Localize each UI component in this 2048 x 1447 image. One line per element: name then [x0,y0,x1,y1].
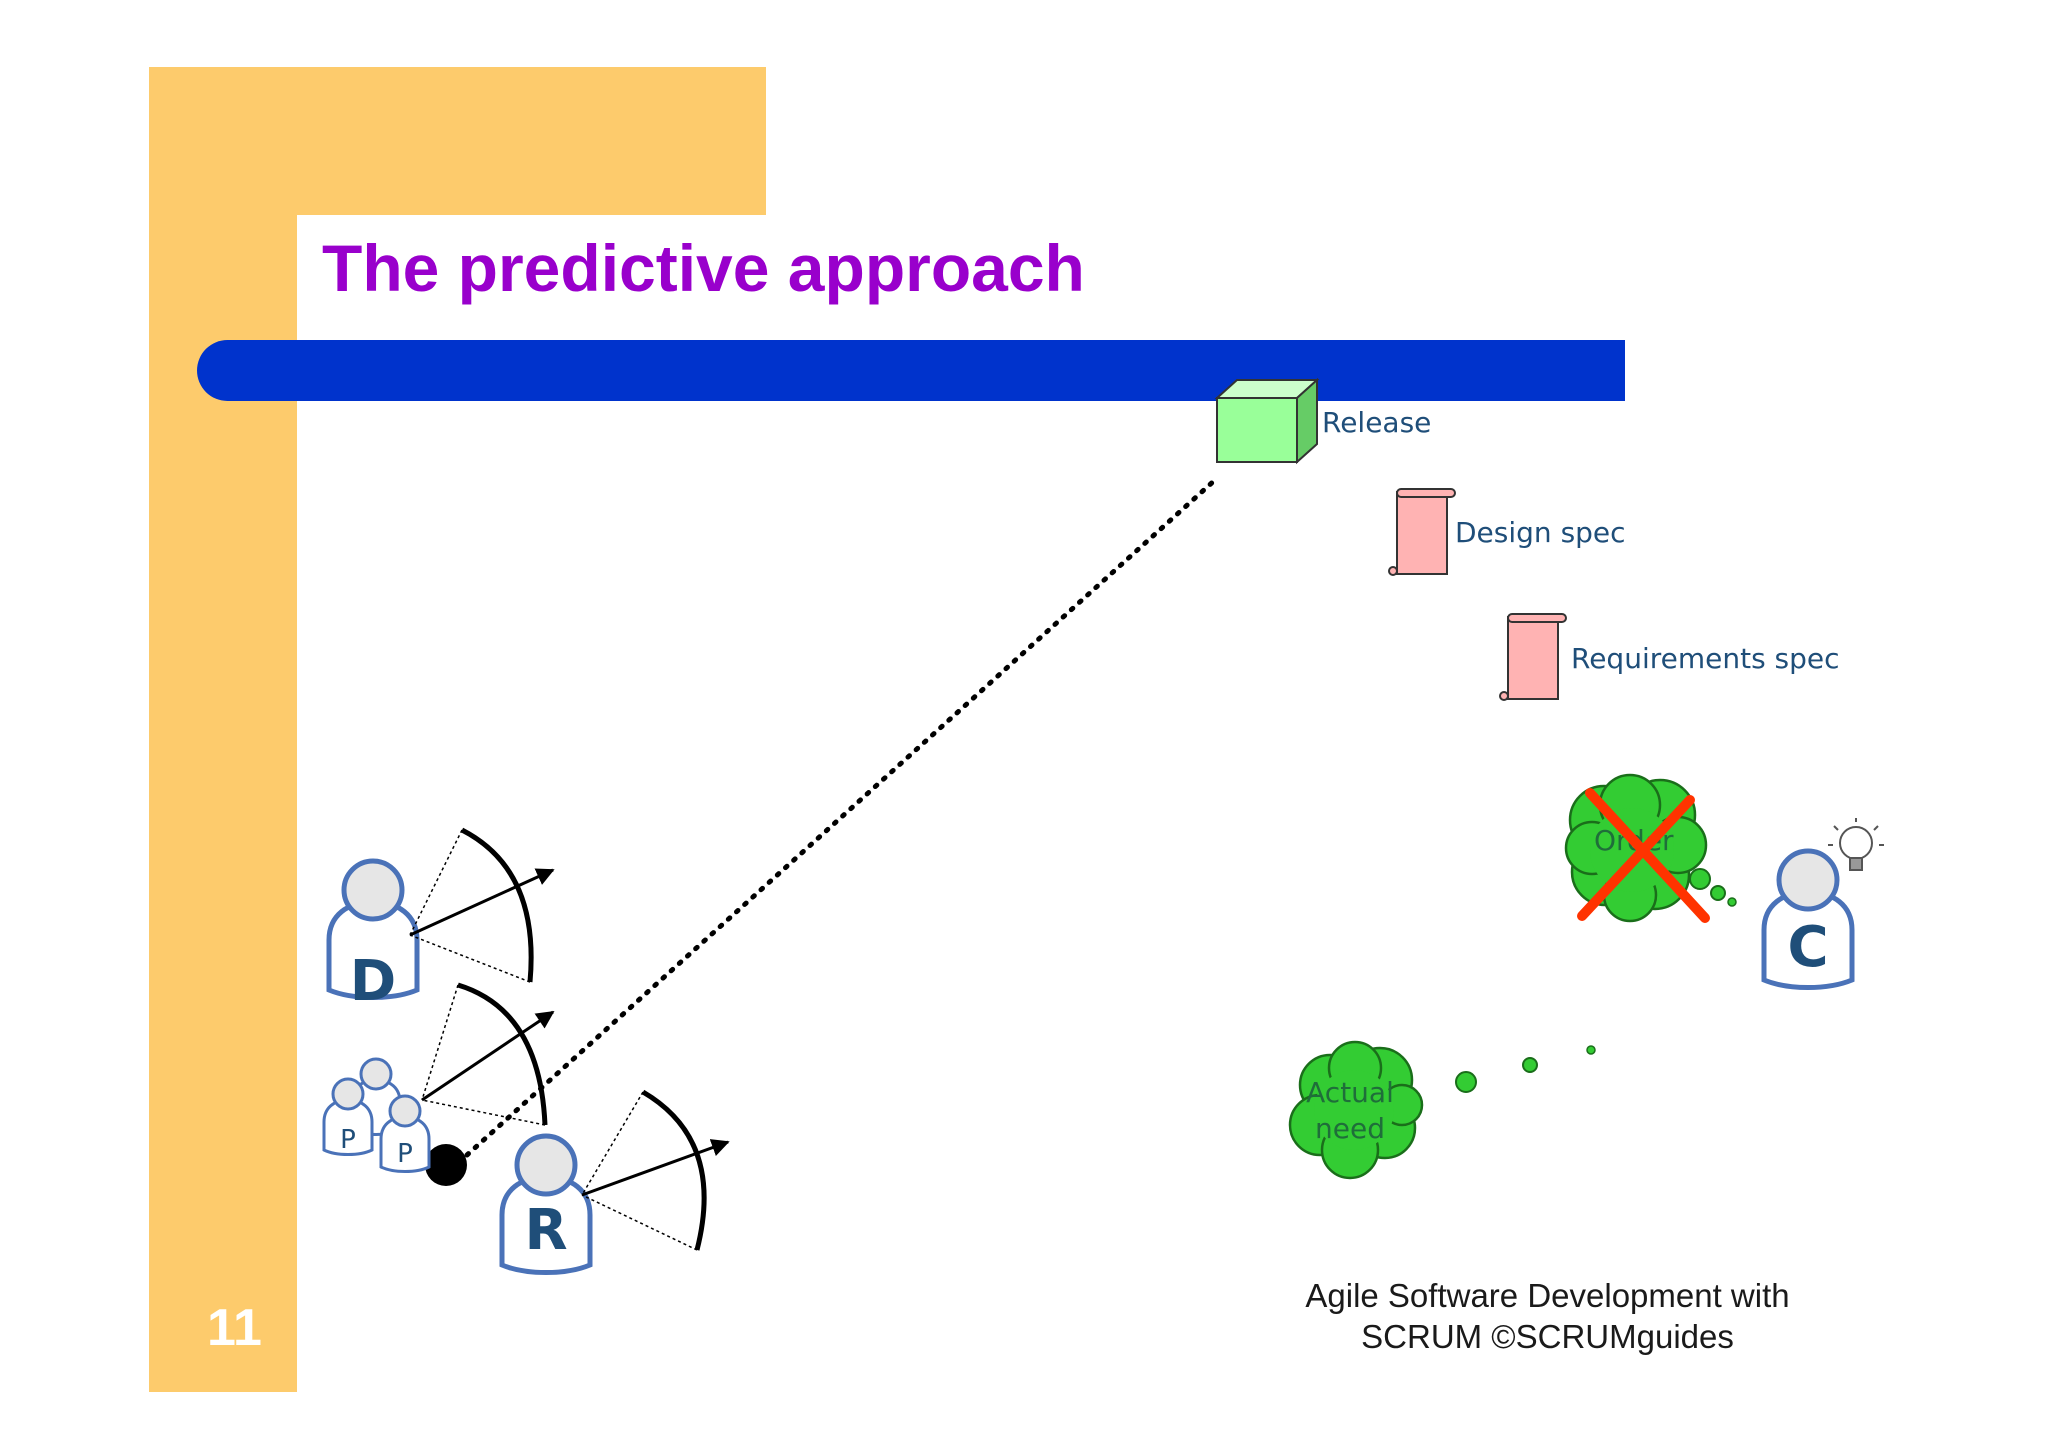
person-d: D [329,861,417,1014]
design-spec-label: Design spec [1455,516,1626,549]
person-c-label: C [1787,915,1828,980]
slide-footer: Agile Software Development with SCRUM ©S… [1255,1275,1840,1357]
footer-line-1: Agile Software Development with [1305,1277,1790,1314]
arrow-icon [581,1139,730,1197]
bow-icon [581,1089,707,1251]
thought-bubble [1710,885,1726,901]
thought-bubble [1455,1071,1477,1093]
cross-icon [1577,788,1710,923]
release-label: Release [1322,406,1431,439]
thought-bubble [1689,868,1711,890]
person-c: C [1764,851,1852,988]
person-p2-label: P [397,1139,413,1169]
arrow-icon [421,1010,555,1102]
slide-band-left [149,67,297,1392]
scroll-icon [1499,613,1567,701]
thought-bubble [1586,1045,1596,1055]
actual-need-line-1: Actual [1306,1076,1394,1109]
slide-number: 11 [207,1299,262,1357]
cloud-icon [1288,1040,1424,1180]
scroll-icon [1388,488,1456,576]
thought-bubble [1727,897,1737,907]
arrow-icon [409,868,555,937]
person-group-p: P P [322,1057,431,1173]
trajectory-line [464,477,1218,1158]
title-area [297,215,766,355]
person-d-label: D [350,949,396,1014]
person-r-label: R [524,1198,567,1263]
person-p1-label: P [340,1125,356,1155]
footer-line-2: SCRUM ©SCRUMguides [1361,1318,1734,1355]
actual-need-line-2: need [1315,1112,1385,1145]
cube-icon [1214,377,1320,465]
projectile-ball [425,1144,467,1186]
requirements-spec-label: Requirements spec [1571,642,1840,675]
lightbulb-icon [1828,818,1884,871]
title-bar [197,340,1625,401]
thought-bubble [1522,1057,1538,1073]
slide-title: The predictive approach [322,231,1085,305]
bow-icon [409,827,534,983]
person-r: R [502,1136,590,1273]
